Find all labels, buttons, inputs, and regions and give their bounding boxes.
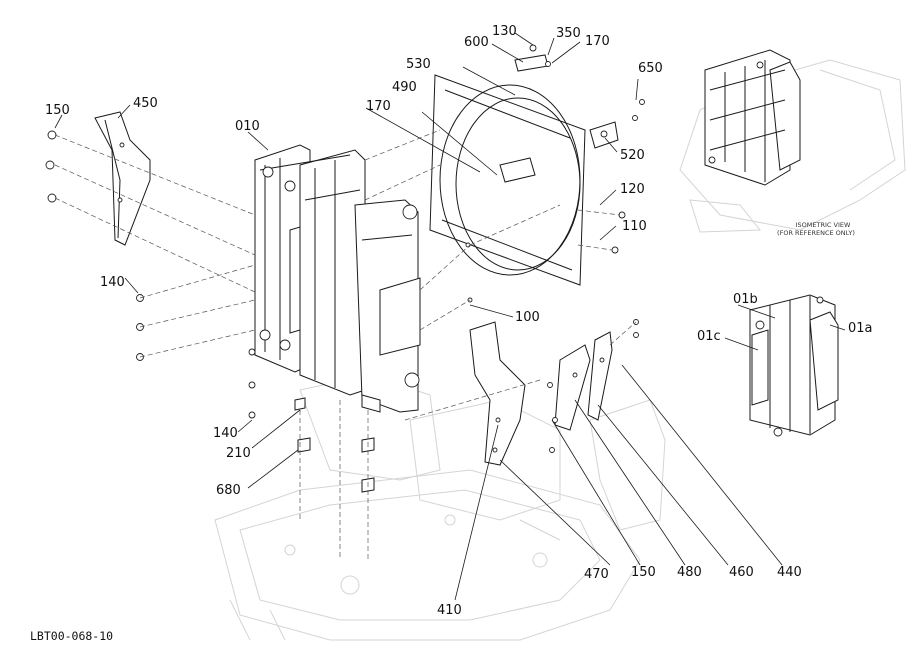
- isometric-reference-view: [679, 49, 906, 233]
- radiator-assembly-010: [254, 144, 421, 413]
- callout-170-top: 170: [585, 34, 610, 49]
- alignment-lines: [54, 129, 637, 560]
- callout-140-top: 140: [100, 275, 125, 290]
- callout-01b: 01b: [733, 292, 758, 307]
- callout-680: 680: [216, 483, 241, 498]
- bracket-410: [469, 321, 526, 466]
- drawing-reference: LBT00-068-10: [30, 629, 113, 643]
- callout-440: 440: [777, 565, 802, 580]
- radiator-subassembly-01: [749, 294, 839, 437]
- callout-010: 010: [235, 119, 260, 134]
- leader-lines: [54, 32, 846, 601]
- callout-labels: 010 01a 01b 01c 100 110 120 130 140 140 …: [45, 24, 873, 618]
- callout-600: 600: [464, 35, 489, 50]
- callout-110: 110: [622, 219, 647, 234]
- callout-130: 130: [492, 24, 517, 39]
- fasteners: [45, 130, 639, 493]
- callout-490: 490: [392, 80, 417, 95]
- callout-470: 470: [584, 567, 609, 582]
- callout-170-left: 170: [366, 99, 391, 114]
- callout-100: 100: [515, 310, 540, 325]
- callout-01a: 01a: [848, 321, 873, 336]
- callout-150-left: 150: [45, 103, 70, 118]
- isometric-note-line2: (FOR REFERENCE ONLY): [777, 229, 855, 237]
- callout-01c: 01c: [697, 329, 721, 344]
- callout-450: 450: [133, 96, 158, 111]
- callout-210: 210: [226, 446, 251, 461]
- callout-460: 460: [729, 565, 754, 580]
- top-bracket-600: [514, 44, 551, 72]
- callout-350: 350: [556, 26, 581, 41]
- callout-120: 120: [620, 182, 645, 197]
- fan-shroud-530: [429, 74, 586, 286]
- bracket-480: [554, 344, 591, 431]
- callout-140-bottom: 140: [213, 426, 238, 441]
- bracket-460: [587, 331, 613, 421]
- callout-410: 410: [437, 603, 462, 618]
- callout-480: 480: [677, 565, 702, 580]
- callout-530: 530: [406, 57, 431, 72]
- guard-450: [94, 111, 151, 246]
- callout-150-right: 150: [631, 565, 656, 580]
- bracket-520: [589, 99, 645, 149]
- callout-520: 520: [620, 148, 645, 163]
- isometric-note-line1: ISOMETRIC VIEW: [796, 221, 851, 229]
- callout-650: 650: [638, 61, 663, 76]
